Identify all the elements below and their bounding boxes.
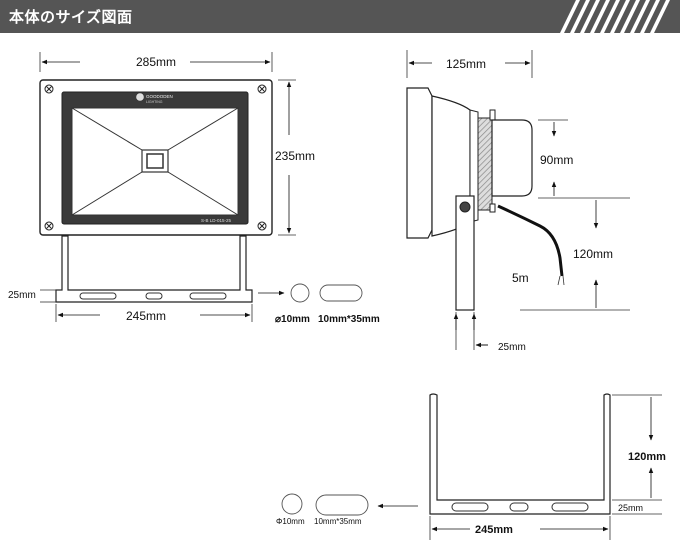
- screw-icon: [44, 221, 54, 231]
- front-view: 285mm GOODODEN LIGHTING S-B LD-015-25: [8, 52, 380, 325]
- lamp-body-side: [406, 87, 433, 239]
- header-stripes-decoration: [560, 0, 670, 33]
- slot-hole-label: 10mm*35mm: [318, 314, 380, 325]
- screw-icon: [257, 84, 267, 94]
- large-height-label: 120mm: [628, 451, 666, 463]
- knob-icon: [459, 201, 471, 213]
- front-height-label: 235mm: [275, 149, 315, 163]
- bracket-width-label: 245mm: [126, 309, 166, 323]
- bracket-arm-height-label: 120mm: [573, 247, 613, 261]
- bracket-side: [455, 195, 475, 311]
- large-round-hole-icon: [281, 493, 303, 515]
- model-text: S-B LD-015-25: [201, 218, 232, 223]
- front-width-label: 285mm: [136, 55, 176, 69]
- bracket-large-view: 120mm 25mm 245mm Φ10mm 10mm*35mm: [276, 393, 666, 540]
- box-height-label: 90mm: [540, 153, 573, 167]
- screw-icon: [257, 221, 267, 231]
- round-hole-icon: [290, 283, 310, 303]
- bracket-height-label: 25mm: [8, 290, 36, 301]
- slot-hole-icon: [319, 284, 363, 302]
- large-width-label: 245mm: [475, 524, 513, 536]
- screw-icon: [44, 84, 54, 94]
- cable-length-label: 5m: [512, 271, 529, 285]
- header-bar: 本体のサイズ図面: [0, 0, 680, 33]
- large-base-label: 25mm: [618, 503, 643, 513]
- logo-text: GOODODEN: [146, 94, 173, 99]
- driver-box: [491, 119, 533, 197]
- bracket-front: [55, 235, 253, 303]
- power-cable: [497, 204, 564, 277]
- logo-sub-text: LIGHTING: [146, 100, 163, 104]
- page-title: 本体のサイズ図面: [9, 8, 133, 26]
- round-hole-label: ⌀10mm: [275, 314, 310, 325]
- large-round-hole-label: Φ10mm: [276, 517, 305, 526]
- bracket-u-shape: [429, 393, 611, 515]
- large-slot-hole-icon: [315, 494, 369, 516]
- side-view: 125mm 90mm 120mm 5m 25: [406, 50, 630, 353]
- side-base-label: 25mm: [498, 342, 526, 353]
- side-width-label: 125mm: [446, 57, 486, 71]
- large-slot-hole-label: 10mm*35mm: [314, 517, 362, 526]
- logo-icon: [136, 93, 144, 101]
